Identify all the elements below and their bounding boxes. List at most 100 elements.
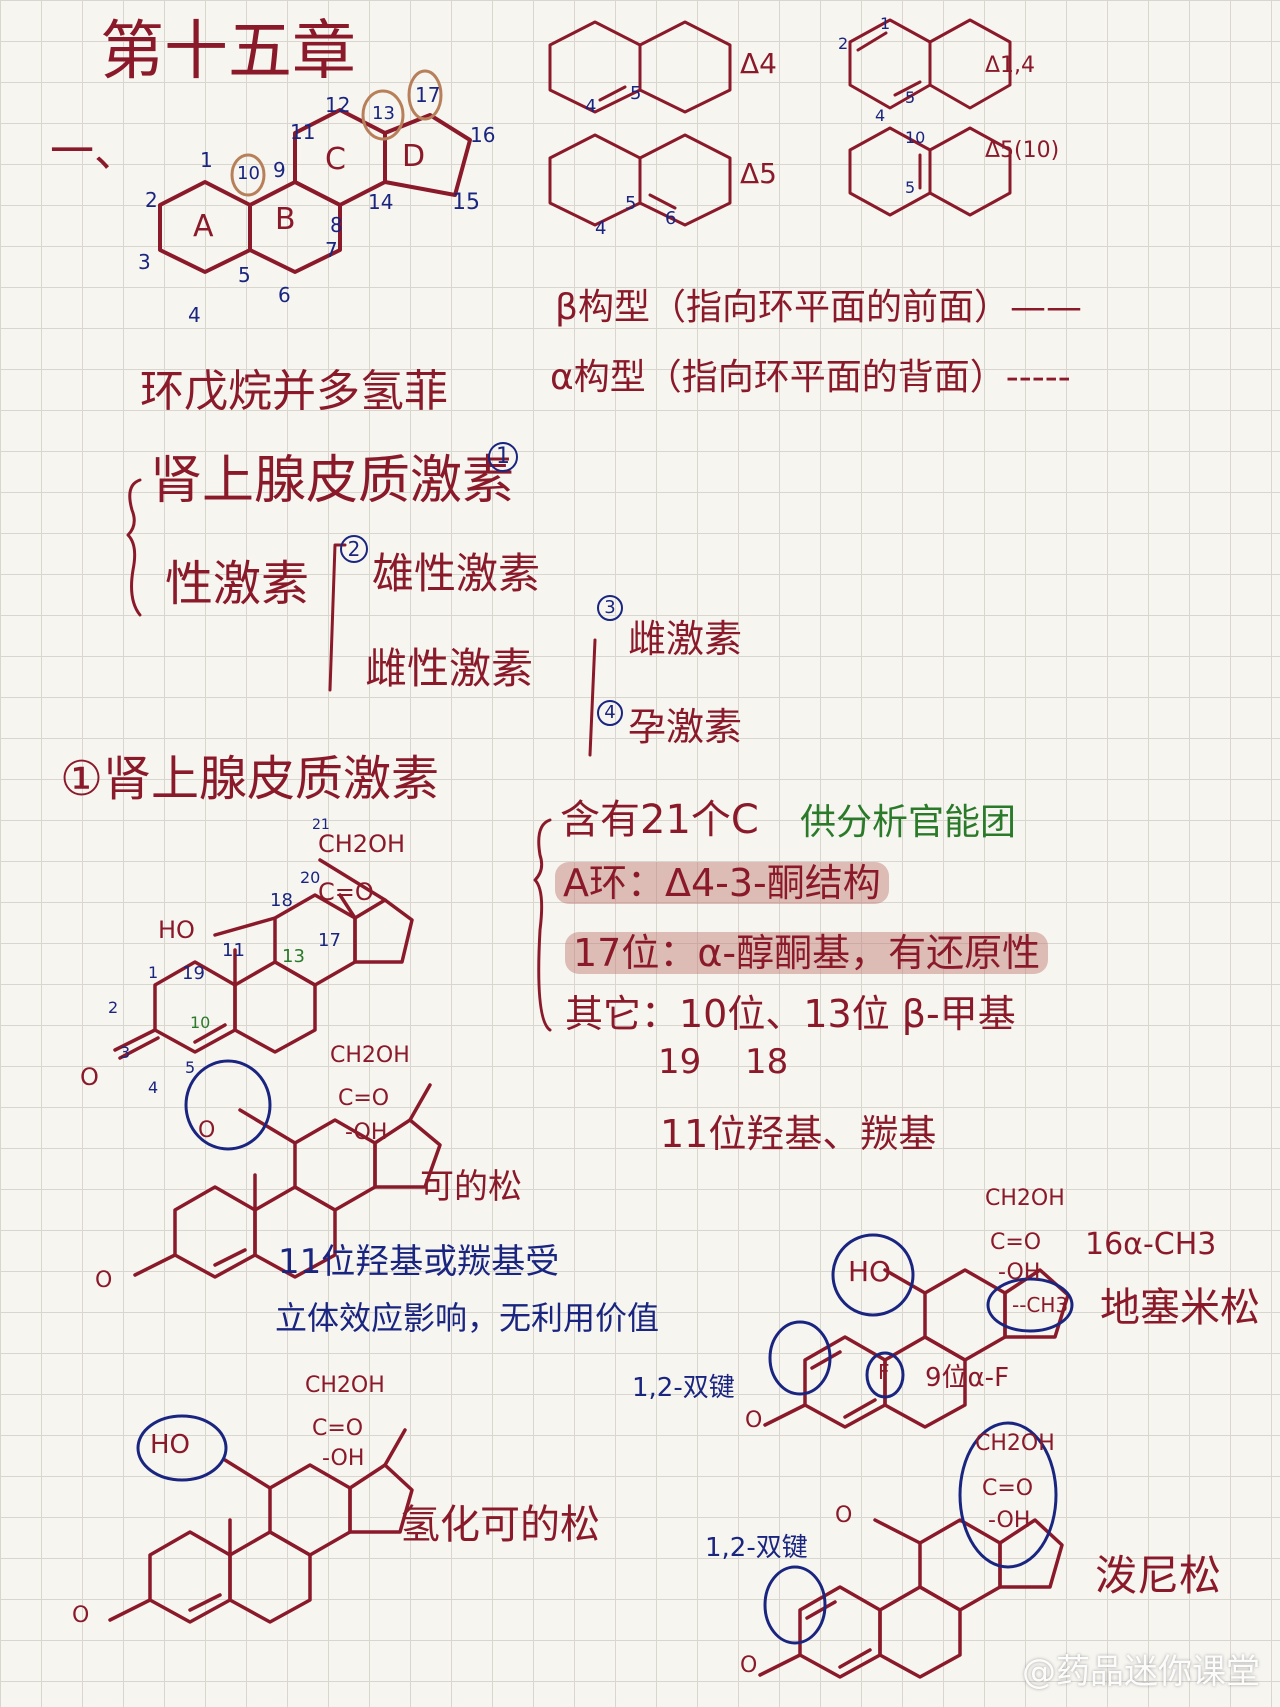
steroid-name: 环戊烷并多氢菲 [140, 366, 448, 417]
feature-ring-a: A环：Δ4-3-酮结构 [555, 862, 889, 904]
category-number-1: 1 [488, 442, 518, 472]
dexa-9-label: 9位α-F [925, 1363, 1010, 1393]
prednisone-circles [763, 1421, 1058, 1645]
label-ch2oh: CH2OH [318, 830, 406, 858]
delta5-label: Δ5 [740, 157, 777, 190]
cortisone-3-o: O [95, 1268, 113, 1293]
pred-11-o: O [835, 1503, 853, 1528]
atom-14: 14 [368, 190, 394, 214]
label-11: 11 [222, 940, 245, 961]
watermark: @药品迷你课堂 [1022, 1652, 1260, 1692]
atom-5: 5 [238, 263, 251, 287]
dexa-16-label: 16α-CH3 [1085, 1227, 1217, 1262]
atom-12: 12 [325, 93, 351, 117]
section1-title: ①肾上腺皮质激素 [60, 751, 440, 807]
delta4-pos-5: 5 [630, 83, 642, 104]
feature-pos17: 17位：α-醇酮基，有还原性 [565, 932, 1049, 974]
pred-co: C=O [982, 1476, 1034, 1501]
label-2: 2 [108, 998, 119, 1017]
ring-label-a: A [193, 209, 214, 244]
delta14-pos-5: 5 [905, 88, 916, 107]
atom-8: 8 [330, 213, 343, 237]
atom-10: 10 [237, 163, 260, 184]
hydrocortisone-3-o: O [72, 1603, 90, 1628]
label-co: C=O [318, 878, 374, 906]
cortisone-note-1: 11位羟基或羰基受 [278, 1242, 560, 1282]
ring-label-b: B [275, 202, 296, 237]
label-4: 4 [148, 1078, 159, 1097]
cortisone-o: O [198, 1118, 216, 1143]
ring-label-d: D [402, 139, 426, 174]
delta5-pos-6: 6 [665, 208, 677, 229]
label-5: 5 [185, 1058, 196, 1077]
label-10: 10 [190, 1013, 211, 1032]
dexa-name: 地塞米松 [1100, 1285, 1260, 1331]
label-13: 13 [282, 946, 305, 967]
category-number-2: 2 [340, 535, 368, 563]
pred-oh: -OH [988, 1508, 1031, 1533]
label-21: 21 [312, 817, 330, 833]
feature-others: 其它：10位、13位 β-甲基 [565, 992, 1016, 1036]
label-3: 3 [120, 1043, 131, 1062]
delta510-pos-10: 10 [905, 128, 926, 147]
alpha-configuration: α构型（指向环平面的背面）----- [550, 357, 1071, 398]
label-ho: HO [158, 916, 195, 944]
delta4-label: Δ4 [740, 47, 777, 80]
pred-name: 泼尼松 [1095, 1551, 1222, 1600]
label-o: O [80, 1063, 99, 1091]
category-number-3: 3 [597, 595, 623, 621]
hydrocortisone-ch2oh: CH2OH [305, 1373, 385, 1398]
delta510-label: Δ5(10) [985, 138, 1060, 163]
atom-2: 2 [145, 188, 158, 212]
atom-7: 7 [325, 238, 338, 262]
category-number-4: 4 [597, 700, 623, 726]
cortisone-note-2: 立体效应影响，无利用价值 [275, 1299, 660, 1337]
dexa-oh: -OH [998, 1260, 1041, 1285]
atom-3: 3 [138, 250, 151, 274]
hydrocortisone-oh: -OH [322, 1446, 365, 1471]
analysis-tag: 供分析官能团 [800, 802, 1017, 843]
pred-3-o: O [740, 1653, 758, 1678]
delta14-pos-4: 4 [875, 106, 886, 125]
beta-configuration: β构型（指向环平面的前面）—— [555, 287, 1082, 328]
pred-12-label: 1,2-双键 [705, 1533, 808, 1563]
cortisone-co: C=O [338, 1086, 390, 1111]
cortisone-oh: -OH [345, 1120, 388, 1145]
hydrocortisone-ho: HO [150, 1430, 191, 1460]
delta5-pos-5: 5 [625, 193, 637, 214]
atom-15: 15 [452, 190, 480, 215]
feature-18: 18 [745, 1042, 789, 1082]
cortisone-name: 可的松 [420, 1167, 522, 1207]
label-18: 18 [270, 890, 293, 911]
feature-header: 含有21个C [560, 797, 759, 843]
category-sex: 性激素 [165, 556, 310, 612]
atom-9: 9 [273, 158, 286, 182]
delta4-pos-4: 4 [585, 96, 597, 117]
hydrocortisone-name: 氢化可的松 [400, 1502, 600, 1548]
feature-pos11: 11位羟基、羰基 [660, 1112, 937, 1156]
cortisone-ch2oh: CH2OH [330, 1043, 410, 1068]
atom-13: 13 [372, 103, 395, 124]
ring-label-c: C [325, 142, 346, 177]
chapter-title: 第十五章 [100, 15, 356, 89]
category-adrenal: 肾上腺皮质激素 [150, 451, 515, 511]
delta5-structure [548, 133, 732, 227]
dexa-ch2oh: CH2OH [985, 1186, 1065, 1211]
hydrocortisone-co: C=O [312, 1416, 364, 1441]
category-female: 雌性激素 [365, 644, 534, 693]
atom-4: 4 [188, 303, 201, 327]
category-estrogen: 雌激素 [628, 617, 743, 661]
atom-6: 6 [278, 283, 291, 307]
category-progestin: 孕激素 [628, 705, 743, 749]
delta14-pos-1: 1 [880, 14, 891, 33]
dexa-ch3: --CH3 [1012, 1293, 1069, 1317]
delta14-label: Δ1,4 [985, 53, 1036, 78]
label-20: 20 [300, 868, 321, 887]
feature-19: 19 [658, 1042, 702, 1082]
delta510-pos-5: 5 [905, 178, 916, 197]
atom-16: 16 [470, 123, 496, 147]
section-mark: 一、 [50, 126, 138, 177]
delta5-pos-4: 4 [595, 218, 607, 239]
dexa-f: F [878, 1360, 890, 1384]
